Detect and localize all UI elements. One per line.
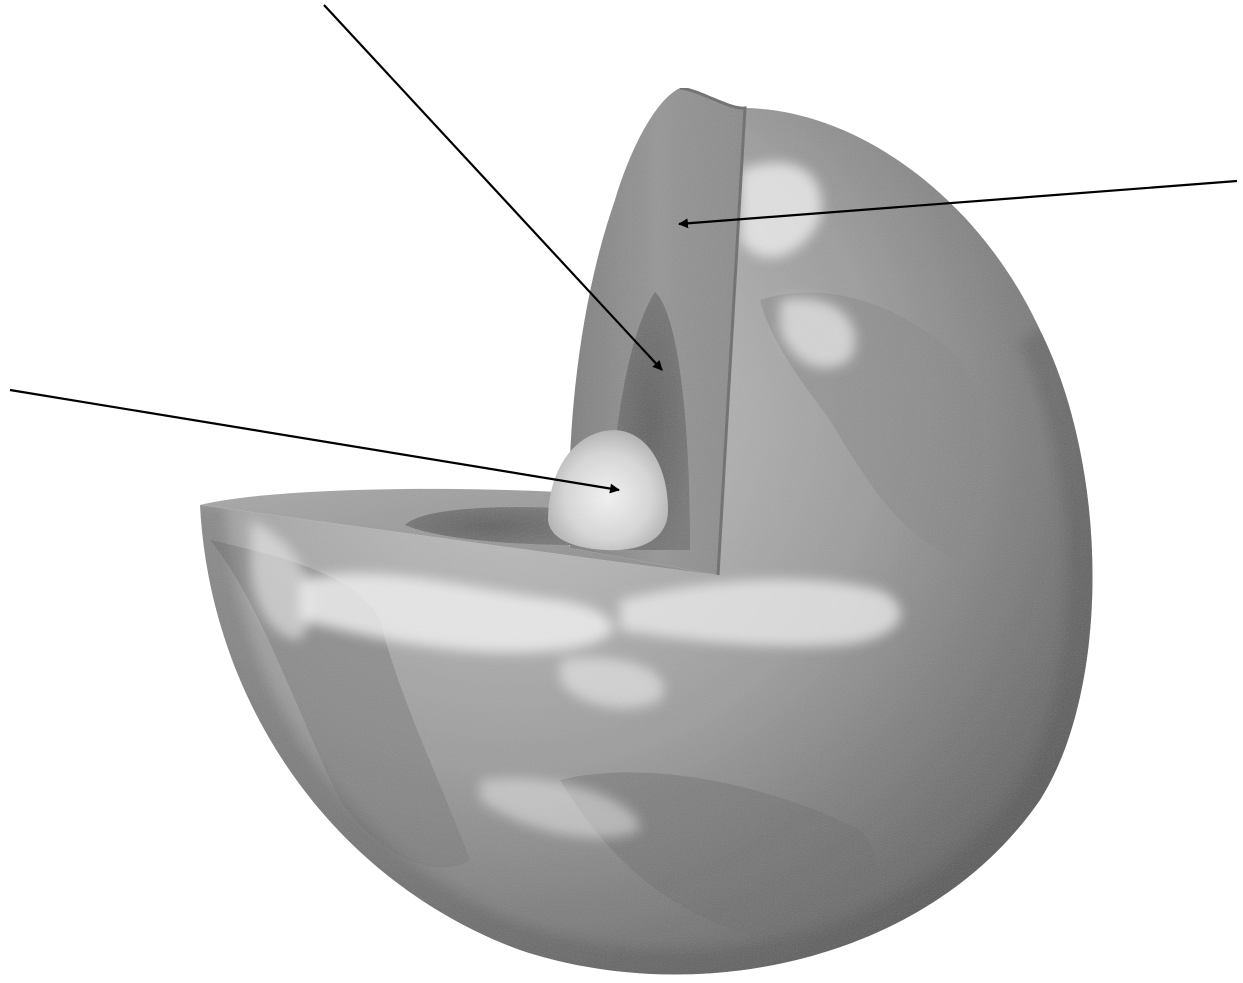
globe — [200, 88, 1093, 975]
outer-core-pointer — [324, 5, 662, 370]
inner-core-pointer — [10, 390, 619, 490]
